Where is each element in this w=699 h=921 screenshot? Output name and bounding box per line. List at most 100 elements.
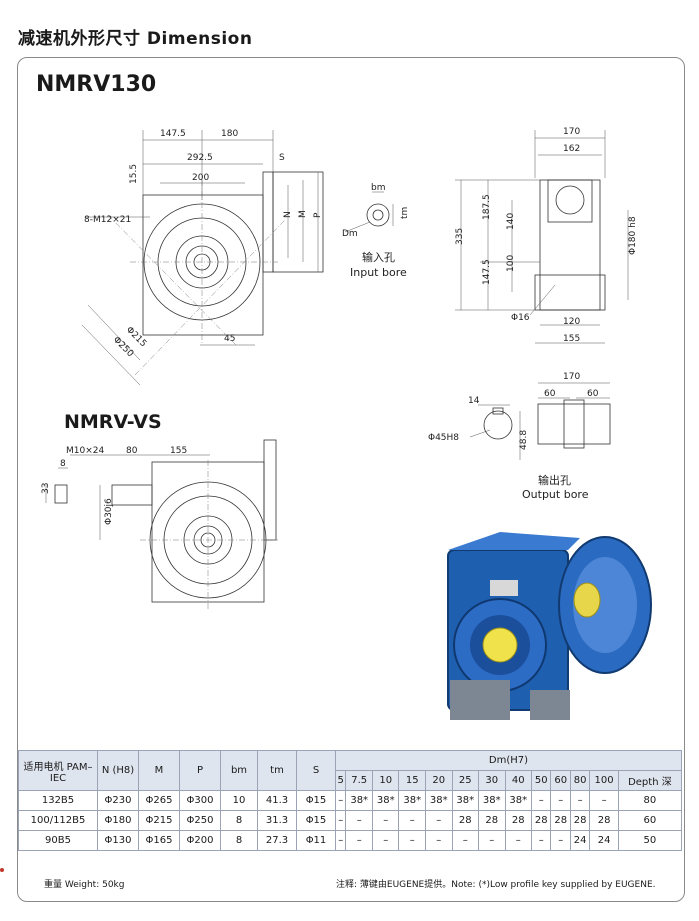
input-bore-en: Input bore	[350, 266, 407, 279]
cell-dm: 28	[589, 810, 619, 831]
cell-n: Φ130	[97, 830, 139, 851]
cell-dm: –	[550, 830, 571, 851]
cell-dm: 80	[617, 790, 683, 811]
cell-dm: 28	[531, 810, 552, 831]
cell-dm: 24	[589, 830, 619, 851]
cell-dm: –	[589, 790, 619, 811]
cell-tm: 41.3	[257, 790, 297, 811]
dim-phi16: Φ16	[511, 313, 530, 323]
cell-dm: –	[345, 810, 373, 831]
cell-dm: –	[424, 810, 453, 831]
cell-dm: –	[504, 830, 533, 851]
cell-dm: 28	[451, 810, 480, 831]
cell-dm: 28	[569, 810, 591, 831]
cell-dm: 60	[617, 810, 683, 831]
dim-phi180: Φ180 h8	[628, 216, 638, 255]
cell-dm: 38*	[345, 790, 373, 811]
cell-dm: –	[371, 830, 400, 851]
th-dm-col: 15	[398, 770, 426, 791]
th-dm-col: 40	[504, 770, 533, 791]
dim-bm: bm	[371, 183, 385, 193]
cell-dm: –	[424, 830, 453, 851]
th-dm-col: 10	[371, 770, 400, 791]
cell-dm: 50	[617, 830, 683, 851]
cell-dm: 38*	[424, 790, 453, 811]
dim-45: 45	[224, 334, 235, 344]
dim-48-8: 48.8	[519, 430, 529, 450]
dim-147-5-side: 147.5	[482, 259, 492, 285]
cell-m: Φ215	[138, 810, 180, 831]
cell-dm: –	[478, 830, 506, 851]
page-title: 减速机外形尺寸 Dimension	[18, 29, 253, 49]
cell-dm: –	[334, 810, 347, 831]
cell-dm: 38*	[451, 790, 480, 811]
cell-dm: 28	[478, 810, 506, 831]
cell-bm: 8	[220, 810, 258, 831]
th-dm-col: 80	[569, 770, 591, 791]
cell-pam: 100/112B5	[18, 810, 98, 831]
vs-front-view	[45, 439, 280, 610]
dim-Dm: Dm	[342, 229, 358, 239]
cell-dm: –	[371, 810, 400, 831]
th-dm-col: 60	[550, 770, 571, 791]
dim-120: 120	[563, 317, 580, 327]
cell-p: Φ300	[179, 790, 221, 811]
dim-S: S	[279, 153, 285, 163]
content-frame	[17, 57, 685, 902]
dim-8: 8	[60, 459, 66, 469]
cell-tm: 27.3	[257, 830, 297, 851]
cell-dm: –	[345, 830, 373, 851]
cell-pam: 90B5	[18, 830, 98, 851]
output-bore-cn: 输出孔	[538, 473, 571, 487]
th-pam: 适用电机 PAM–IEC	[18, 750, 98, 791]
th-p: P	[179, 750, 221, 791]
dim-60-b: 60	[587, 389, 599, 399]
th-dm-col: 5	[334, 770, 347, 791]
input-bore-cn: 输入孔	[362, 250, 395, 264]
dim-292-5: 292.5	[187, 153, 213, 163]
th-dm-col: 50	[531, 770, 552, 791]
th-dm-col: 30	[478, 770, 506, 791]
dim-60-a: 60	[544, 389, 556, 399]
cell-bm: 8	[220, 830, 258, 851]
th-dm-col: 7.5	[345, 770, 373, 791]
main-front-view	[81, 130, 324, 386]
dim-phi30: Φ30j6	[104, 498, 114, 525]
output-bore-view	[469, 382, 611, 460]
cell-dm: –	[531, 830, 552, 851]
dim-170-side: 170	[563, 127, 580, 137]
dim-100: 100	[506, 255, 516, 272]
dim-14: 14	[468, 396, 480, 406]
cell-dm: 28	[550, 810, 571, 831]
dim-tm: tm	[400, 207, 410, 219]
th-dm-col: 20	[424, 770, 453, 791]
weight-note: 重量 Weight: 50kg	[44, 880, 125, 890]
cell-dm: 24	[569, 830, 591, 851]
cell-n: Φ180	[97, 810, 139, 831]
cell-dm: 38*	[478, 790, 506, 811]
cell-dm: –	[531, 790, 552, 811]
cell-dm: –	[398, 830, 426, 851]
cell-tm: 31.3	[257, 810, 297, 831]
dim-15-5: 15.5	[129, 164, 139, 184]
variant-title: NMRV-VS	[64, 411, 162, 433]
cell-dm: –	[398, 810, 426, 831]
dim-155-vs: 155	[170, 446, 187, 456]
cell-p: Φ200	[179, 830, 221, 851]
cell-bm: 10	[220, 790, 258, 811]
cell-dm: –	[334, 830, 347, 851]
dimension-table: 适用电机 PAM–IEC N (H8) M P bm tm S Dm(H7) 5…	[18, 750, 683, 851]
cell-dm: 38*	[398, 790, 426, 811]
dim-m10: M10×24	[66, 446, 104, 456]
th-m: M	[138, 750, 180, 791]
cell-dm: 38*	[504, 790, 533, 811]
cell-n: Φ230	[97, 790, 139, 811]
cell-m: Φ265	[138, 790, 180, 811]
dim-187-5: 187.5	[482, 194, 492, 220]
cell-m: Φ165	[138, 830, 180, 851]
